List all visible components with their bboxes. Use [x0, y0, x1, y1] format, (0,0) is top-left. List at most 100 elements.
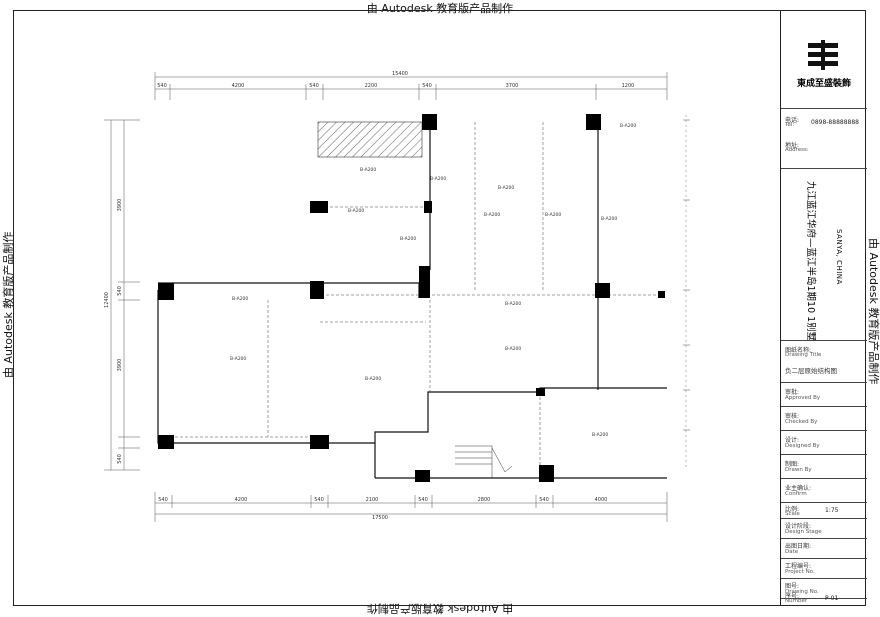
stage-label-en: Design Stage [785, 529, 822, 535]
confirm-label-en: Confirm [785, 491, 807, 497]
floor-plan: 15400 540 4200 540 2200 540 3700 1200 54… [104, 71, 690, 522]
date-label: 出图日期: [785, 543, 812, 550]
number-value: P-01 [825, 595, 839, 602]
beam-tag: B-A200 [430, 176, 446, 182]
bottom-dim-8: 4000 [595, 497, 608, 503]
contact-cell: 电话: Tel: 0898-88888888 地址: Address: [781, 108, 867, 168]
confirm-label: 业主确认: [785, 485, 812, 492]
top-dim-7: 1200 [622, 83, 635, 89]
left-dim-4: 540 [117, 454, 123, 464]
project-no-label: 工程编号: [785, 563, 812, 570]
beam-tags: B-A200 B-A200 B-A200 B-A200 B-A200 B-A20… [230, 123, 636, 438]
top-dim-6: 3700 [506, 83, 519, 89]
drawing-title-cell: 图纸名称: Drawing Title 负二层原始结构图 [781, 340, 867, 382]
beam-tag: B-A200 [365, 376, 381, 382]
drawn-label: 制图: [785, 461, 800, 468]
bottom-dim-7: 540 [539, 497, 549, 503]
drawing-title-value: 负二层原始结构图 [785, 367, 837, 375]
designed-cell: 设计: Designed By [781, 430, 867, 454]
drawn-cell: 制图: Drawn By [781, 454, 867, 478]
project-no-label-en: Project No. [785, 569, 815, 575]
scale-label: 比例: [785, 506, 800, 513]
project-no-cell: 工程编号: Project No. [781, 558, 867, 578]
title-block: 東成至盛裝飾 电话: Tel: 0898-88888888 地址: Addres… [780, 10, 867, 606]
beam-tag: B-A200 [505, 301, 521, 307]
bottom-dim-3: 540 [314, 497, 324, 503]
drawing-no-label: 图号: [785, 583, 800, 590]
top-total-dim: 15400 [392, 71, 408, 77]
project-location: SANYA, CHINA [835, 229, 843, 285]
left-dim-1: 3900 [117, 199, 123, 212]
stage-cell: 设计阶段: Design Stage [781, 518, 867, 538]
company-name: 東成至盛裝飾 [796, 79, 851, 89]
watermark-top: 由 Autodesk 教育版产品制作 [366, 2, 514, 15]
top-dimension-chain: 15400 540 4200 540 2200 540 3700 1200 [154, 71, 668, 100]
approved-label: 审批: [785, 389, 800, 396]
beam-tag: B-A200 [360, 167, 376, 173]
beam-tag: B-A200 [545, 212, 561, 218]
beam-tag: B-A200 [230, 356, 246, 362]
tel-value: 0898-88888888 [811, 119, 859, 126]
date-label-en: Date [785, 549, 799, 555]
beam-tag: B-A200 [592, 432, 608, 438]
bottom-dim-2: 4200 [235, 497, 248, 503]
designed-label: 设计: [785, 437, 800, 444]
designed-label-en: Designed By [785, 443, 820, 449]
watermark-right: 由 Autodesk 教育版产品制作 [867, 238, 880, 385]
number-label: 序号: [785, 593, 800, 600]
number-label-en: Number [785, 598, 808, 604]
approved-cell: 审批: Approved By [781, 382, 867, 406]
beam-tag: B-A200 [505, 346, 521, 352]
bottom-dim-6: 2800 [478, 497, 491, 503]
drawing-no-cell: 图号: Drawing No. [781, 578, 867, 598]
stair [455, 445, 513, 478]
tel-label-en: Tel: [785, 122, 795, 128]
drawing-no-label-en: Drawing No. [785, 589, 819, 595]
confirm-cell: 业主确认: Confirm [781, 478, 867, 502]
right-dimension-ticks [683, 115, 690, 470]
left-total-dim: 12400 [104, 292, 110, 308]
number-cell: 序号: Number P-01 [781, 593, 867, 606]
scale-label-en: Scale [785, 511, 800, 517]
top-dim-4: 2200 [365, 83, 378, 89]
drawing-title-label: 图纸名称: [785, 347, 812, 354]
beam-tag: B-A200 [620, 123, 636, 129]
bottom-dim-1: 540 [158, 497, 168, 503]
bottom-dimension-chain: 540 4200 540 2100 540 2800 540 4000 1750… [154, 492, 668, 522]
beam-tag: B-A200 [400, 236, 416, 242]
checked-label-en: Checked By [785, 419, 818, 425]
beam-tag: B-A200 [348, 208, 364, 214]
beam-lines [170, 122, 660, 478]
left-dimension-chain: 12400 3900 540 3900 540 [104, 119, 140, 471]
approved-label-en: Approved By [785, 395, 821, 401]
scale-value: 1:75 [825, 507, 839, 514]
top-dim-1: 540 [157, 83, 167, 89]
beam-tag: B-A200 [232, 296, 248, 302]
left-dim-2: 540 [117, 286, 123, 296]
project-name: 九江蓝江华府—蓝江半岛1期10 1别墅 [805, 181, 816, 342]
stage-label: 设计阶段: [785, 523, 812, 530]
address-label: 地址: [785, 142, 800, 149]
beam-tag: B-A200 [601, 216, 617, 222]
checked-label: 审核: [785, 413, 800, 420]
drawing-title-label-en: Drawing Title [785, 352, 822, 358]
date-cell: 出图日期: Date [781, 538, 867, 558]
drawn-label-en: Drawn By [785, 467, 812, 473]
top-dim-3: 540 [309, 83, 319, 89]
address-label-en: Address: [785, 147, 809, 153]
company-logo [808, 40, 838, 70]
drawing-sheet-border [13, 10, 866, 606]
columns [158, 114, 665, 482]
top-dim-5: 540 [422, 83, 432, 89]
hatched-slab [317, 121, 423, 158]
left-dim-3: 3900 [117, 359, 123, 372]
bottom-dim-5: 540 [418, 497, 428, 503]
scale-cell: 比例: Scale 1:75 [781, 502, 867, 518]
beam-tag: B-A200 [498, 185, 514, 191]
checked-cell: 审核: Checked By [781, 406, 867, 430]
project-cell: 九江蓝江华府—蓝江半岛1期10 1别墅 SANYA, CHINA [781, 168, 867, 342]
beam-tag: B-A200 [484, 212, 500, 218]
bottom-dim-4: 2100 [366, 497, 379, 503]
tel-label: 电话: [785, 117, 800, 124]
top-dim-2: 4200 [232, 83, 245, 89]
